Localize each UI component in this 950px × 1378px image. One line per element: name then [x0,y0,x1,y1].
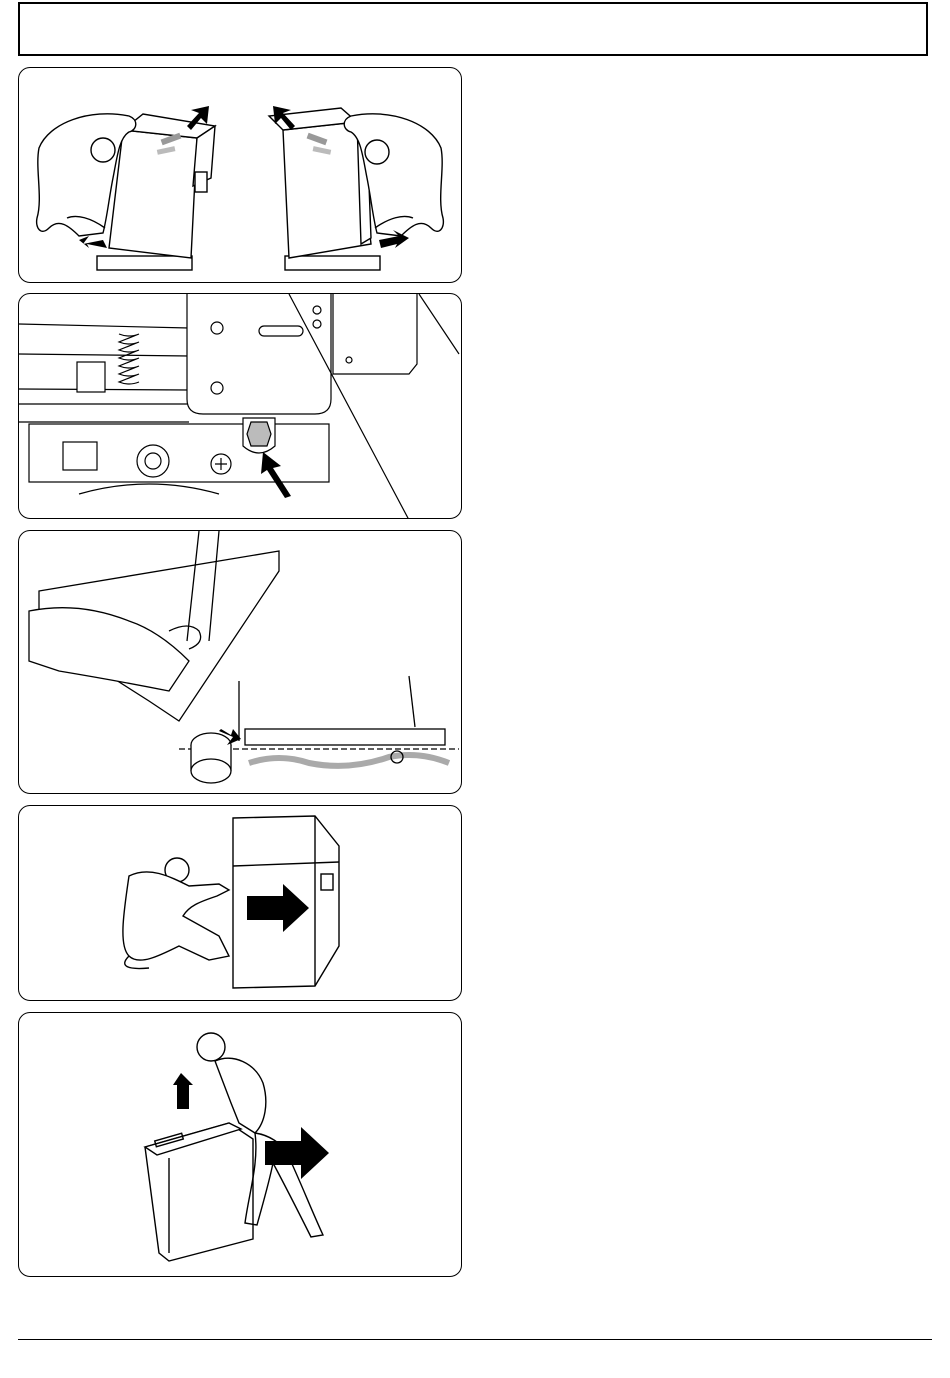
illustration-panel-feet [18,530,462,794]
illustration-panel-push [18,805,462,1001]
illustration-panel-nut [18,293,462,519]
nut-illustration [19,294,462,519]
feet-illustration [19,531,462,794]
footer-rule [18,1339,932,1340]
lift-illustration [19,1013,462,1277]
illustration-panel-lift [18,1012,462,1277]
push-illustration [19,806,462,1001]
illustration-panel-tilt [18,67,462,283]
header-box [18,2,928,56]
tilt-illustration [19,68,462,283]
